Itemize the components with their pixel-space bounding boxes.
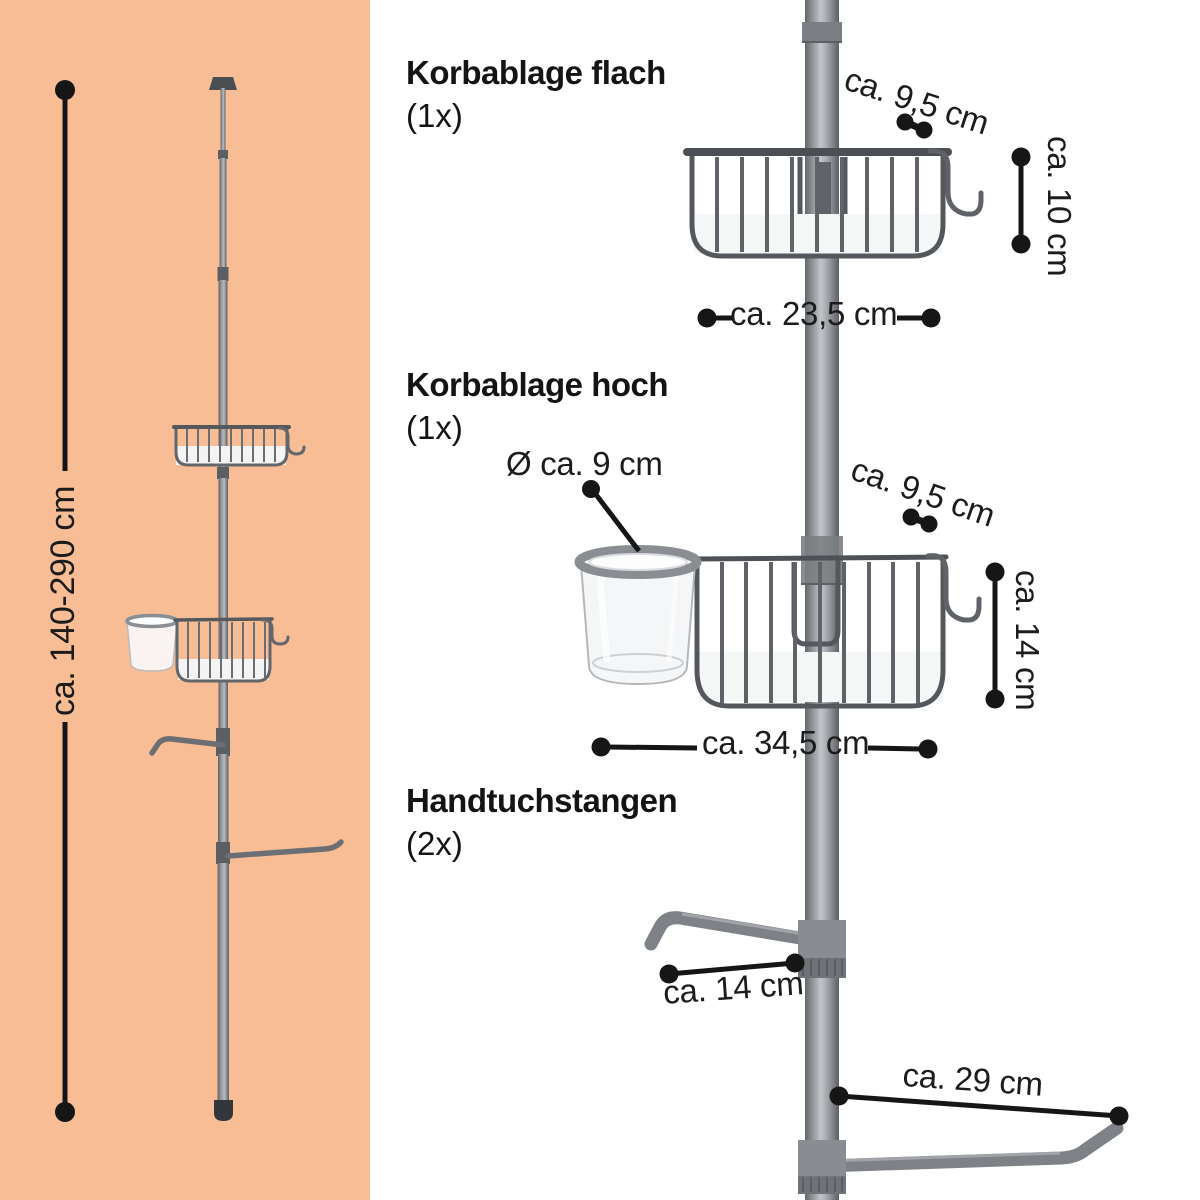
section-flat-basket-count: (1x)	[406, 97, 463, 134]
thumbnail-tall-basket	[173, 617, 290, 683]
towel-bar-short	[644, 911, 819, 951]
section-tall-basket-count: (1x)	[406, 409, 463, 446]
section-tall-basket-title: Korbablage hoch	[406, 366, 669, 403]
dim-hoch-width	[591, 737, 938, 759]
tall-basket-height-label: ca. 14 cm	[1009, 570, 1046, 711]
left-accent-panel	[0, 0, 370, 1200]
flat-basket-width-label: ca. 23,5 cm	[730, 295, 898, 332]
section-towel-bars-heading: Handtuchstangen (2x)	[406, 782, 678, 862]
thumbnail-height-dimension	[55, 80, 75, 1122]
tall-basket	[691, 553, 982, 709]
thumbnail-towel-bars	[149, 736, 344, 859]
towel-bar-long	[817, 1121, 1124, 1173]
dim-hoch-hook-gap	[902, 508, 938, 533]
tall-basket-width-label: ca. 34,5 cm	[702, 724, 870, 761]
clear-cup	[574, 545, 702, 686]
tall-basket-outline	[694, 556, 946, 709]
tall-basket-hook	[925, 553, 982, 623]
dim-hoch-height	[985, 562, 1005, 709]
pole-collar-2	[798, 1140, 846, 1194]
cup-diameter-label: Ø ca. 9 cm	[506, 445, 663, 482]
section-flat-basket-title: Korbablage flach	[406, 54, 666, 91]
pole-collar-1	[798, 920, 846, 978]
section-towel-bars-count: (2x)	[406, 825, 463, 862]
flat-basket-hook	[927, 148, 984, 217]
dim-flach-height	[1011, 147, 1031, 254]
dim-flach-width	[697, 308, 941, 328]
dim-bar-short	[659, 953, 805, 984]
flat-basket-height-label: ca. 10 cm	[1041, 136, 1078, 277]
dim-flach-hook-gap	[896, 113, 933, 139]
section-flat-basket-heading: Korbablage flach (1x)	[406, 56, 666, 132]
flat-basket	[683, 148, 984, 259]
flat-basket-outline	[689, 154, 946, 259]
section-tall-basket-heading: Korbablage hoch (1x)	[406, 366, 669, 446]
overall-height-label: ca. 140-290 cm	[44, 485, 82, 716]
thumbnail-pole	[209, 77, 237, 1121]
section-towel-bars-title: Handtuchstangen	[406, 782, 678, 819]
dim-cup-diameter	[582, 480, 641, 553]
thumbnail-flat-basket	[172, 425, 306, 467]
thumbnail-cup	[125, 613, 179, 672]
dim-bar-long	[829, 1086, 1129, 1126]
